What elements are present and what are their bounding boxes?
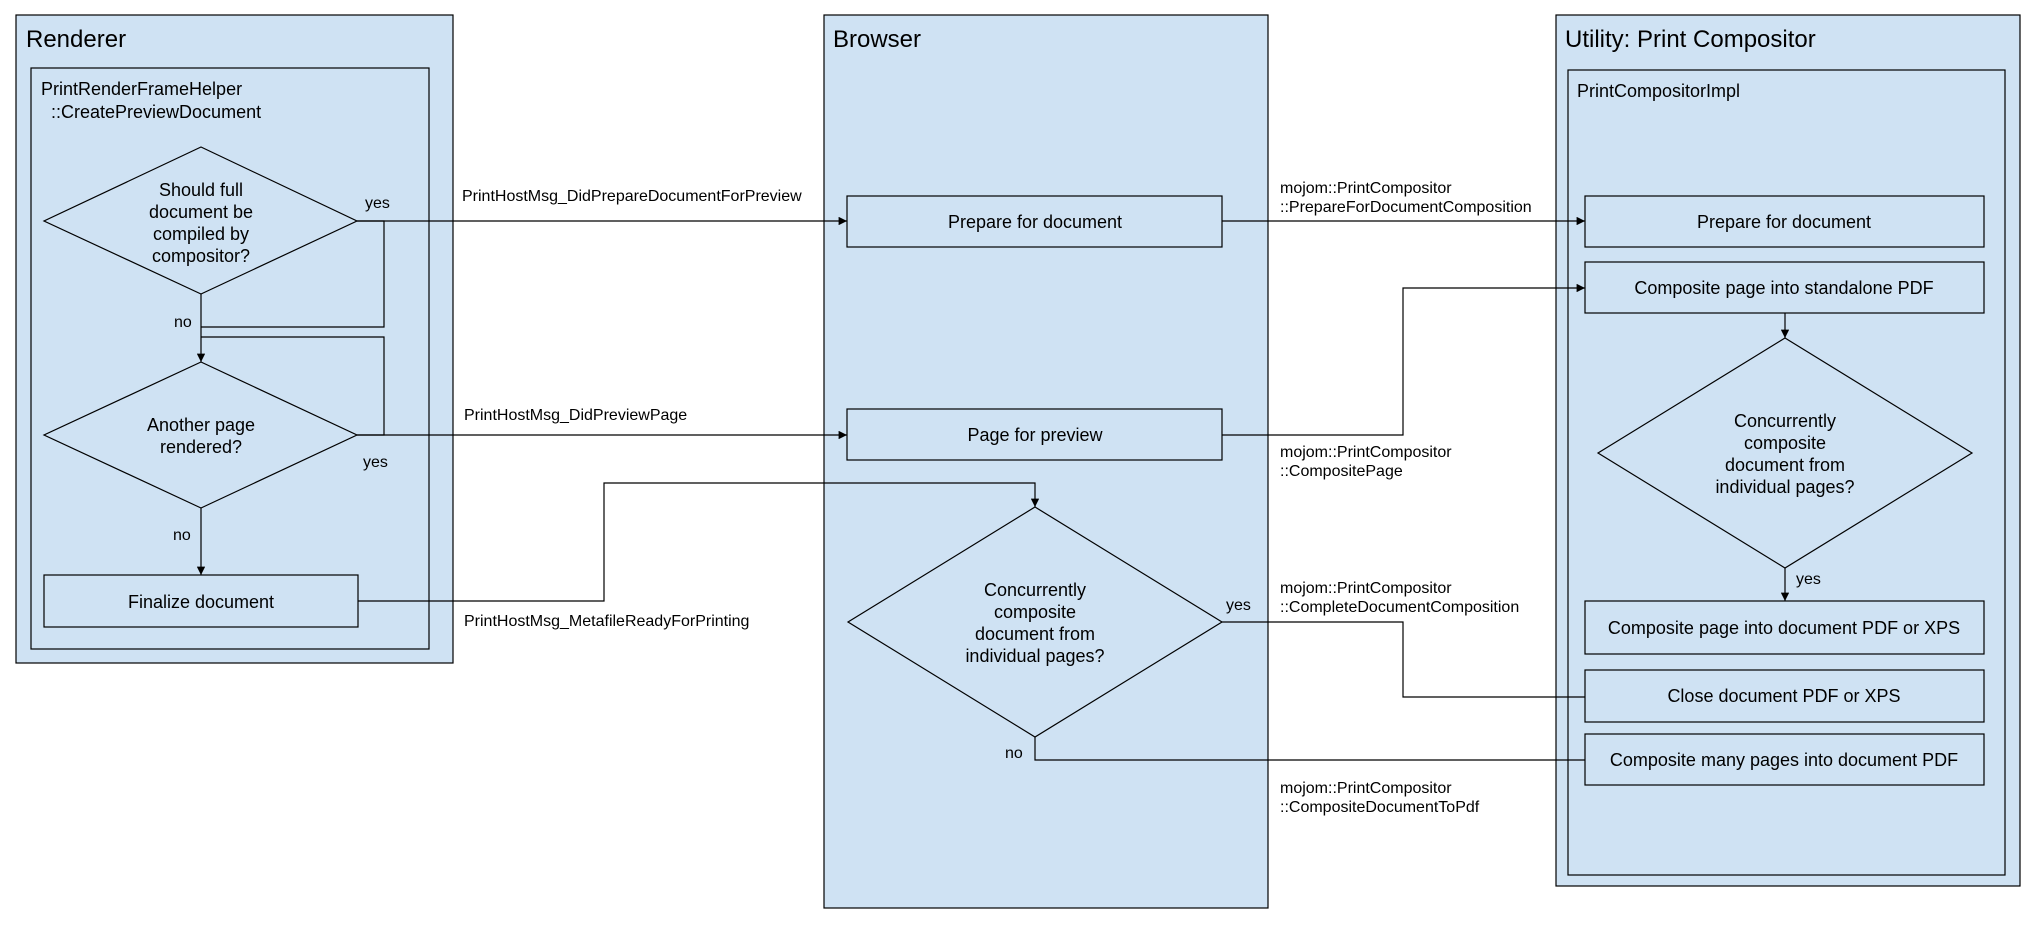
browser-concurrent-decision: Concurrently composite document from ind…	[846, 506, 1224, 738]
finalize-document-node: Finalize document	[43, 574, 359, 628]
utility-standalone-label: Composite page into standalone PDF	[1634, 278, 1933, 298]
browser-concurrent-line3: document from	[975, 624, 1095, 644]
utility-close-doc-node: Close document PDF or XPS	[1584, 669, 1985, 723]
utility-many-pages-label: Composite many pages into document PDF	[1610, 750, 1958, 770]
msg-mojo-to-pdf-line2: ::CompositeDocumentToPdf	[1280, 799, 1480, 816]
browser-column	[823, 14, 1269, 909]
utility-composite-doc-node: Composite page into document PDF or XPS	[1584, 600, 1985, 655]
browser-page-preview-node: Page for preview	[846, 408, 1223, 461]
finalize-document-label: Finalize document	[128, 592, 274, 612]
browser-prepare-label: Prepare for document	[948, 212, 1122, 232]
should-full-label-line1: Should full	[159, 180, 243, 200]
branch-another-page-no: no	[173, 527, 191, 544]
branch-another-page-yes: yes	[363, 454, 388, 471]
msg-did-prepare-label: PrintHostMsg_DidPrepareDocumentForPrevie…	[462, 188, 802, 205]
branch-browser-concurrent-yes: yes	[1226, 597, 1251, 614]
edge-metafile-ready	[358, 482, 1040, 602]
utility-concurrent-decision: Concurrently composite document from ind…	[1596, 337, 1974, 569]
utility-column-title: Utility: Print Compositor	[1565, 26, 1816, 53]
msg-mojo-to-pdf-line1: mojom::PrintCompositor	[1280, 780, 1452, 797]
renderer-column-title: Renderer	[26, 26, 126, 53]
browser-prepare-node: Prepare for document	[846, 195, 1223, 248]
edge-mojo-to-pdf	[1034, 737, 1585, 761]
utility-prepare-node: Prepare for document	[1584, 195, 1985, 248]
should-full-label-line4: compositor?	[152, 246, 250, 266]
utility-standalone-node: Composite page into standalone PDF	[1584, 261, 1985, 314]
msg-did-preview-page-label: PrintHostMsg_DidPreviewPage	[464, 407, 687, 424]
browser-column-title: Browser	[833, 26, 921, 53]
utility-subcontainer-title: PrintCompositorImpl	[1577, 81, 1740, 101]
browser-concurrent-line2: composite	[994, 602, 1076, 622]
browser-concurrent-line1: Concurrently	[984, 580, 1086, 600]
msg-mojo-prepare-line2: ::PrepareForDocumentComposition	[1280, 199, 1532, 216]
should-full-document-decision: Should full document be compiled by comp…	[42, 146, 359, 295]
renderer-subcontainer-title-line1: PrintRenderFrameHelper	[41, 79, 242, 99]
utility-many-pages-node: Composite many pages into document PDF	[1584, 733, 1985, 786]
another-page-label-line2: rendered?	[160, 437, 242, 457]
another-page-label-line1: Another page	[147, 415, 255, 435]
msg-mojo-complete-line2: ::CompleteDocumentComposition	[1280, 599, 1519, 616]
renderer-subcontainer	[30, 67, 430, 650]
utility-prepare-label: Prepare for document	[1697, 212, 1871, 232]
renderer-subcontainer-title-line2: ::CreatePreviewDocument	[41, 102, 261, 122]
branch-should-full-yes: yes	[365, 195, 390, 212]
branch-browser-concurrent-no: no	[1005, 745, 1023, 762]
edge-mojo-complete	[1222, 621, 1585, 698]
utility-concurrent-line1: Concurrently	[1734, 411, 1836, 431]
another-page-decision: Another page rendered?	[42, 361, 359, 509]
msg-metafile-ready-label: PrintHostMsg_MetafileReadyForPrinting	[464, 613, 749, 630]
utility-concurrent-line2: composite	[1744, 433, 1826, 453]
edge-mojo-composite-page	[1222, 283, 1585, 436]
msg-mojo-complete-line1: mojom::PrintCompositor	[1280, 580, 1452, 597]
utility-close-doc-label: Close document PDF or XPS	[1667, 686, 1900, 706]
browser-concurrent-line4: individual pages?	[965, 646, 1104, 666]
msg-mojo-composite-page-line2: ::CompositePage	[1280, 463, 1403, 480]
msg-mojo-prepare-line1: mojom::PrintCompositor	[1280, 180, 1452, 197]
branch-should-full-no: no	[174, 314, 192, 331]
browser-page-preview-label: Page for preview	[967, 425, 1103, 445]
utility-concurrent-line4: individual pages?	[1715, 477, 1854, 497]
msg-mojo-composite-page-line1: mojom::PrintCompositor	[1280, 444, 1452, 461]
should-full-label-line3: compiled by	[153, 224, 249, 244]
utility-composite-doc-label: Composite page into document PDF or XPS	[1608, 618, 1960, 638]
utility-concurrent-line3: document from	[1725, 455, 1845, 475]
branch-utility-concurrent-yes: yes	[1796, 571, 1821, 588]
should-full-label-line2: document be	[149, 202, 253, 222]
